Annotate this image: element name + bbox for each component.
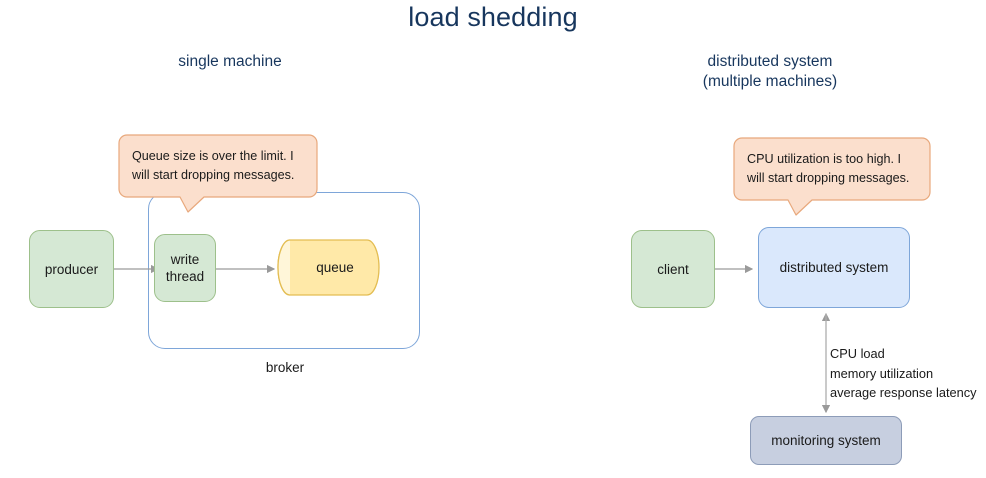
node-client[interactable]: client xyxy=(631,230,715,308)
metrics-label-line3: average response latency xyxy=(830,385,977,400)
node-write-thread-label-line2: thread xyxy=(165,269,205,284)
metrics-label-line2: memory utilization xyxy=(830,365,934,381)
node-distributed-system-label: distributed system xyxy=(779,260,889,275)
metrics-label-group: CPU load memory utilization average resp… xyxy=(830,344,977,403)
node-monitoring-system-label: monitoring system xyxy=(771,433,881,448)
arrow-client-to-distributed-system xyxy=(715,264,754,274)
speech-bubble-left-line1: Queue size is over the limit. I xyxy=(132,149,294,163)
section-title-distributed-system-line1: distributed system xyxy=(707,53,833,70)
speech-bubble-right: CPU utilization is too high. I will star… xyxy=(733,137,931,217)
node-producer[interactable]: producer xyxy=(29,230,114,308)
node-client-label: client xyxy=(657,261,689,277)
page-title: load shedding xyxy=(408,2,578,32)
section-title-distributed-system-line2: (multiple machines) xyxy=(702,73,838,90)
node-write-thread-label-line1: write xyxy=(170,252,200,267)
section-title-single-machine: single machine xyxy=(90,52,370,72)
node-producer-label: producer xyxy=(44,261,99,277)
section-title-distributed-system: distributed system (multiple machines) xyxy=(630,52,910,92)
node-queue[interactable] xyxy=(277,239,380,296)
speech-bubble-right-line2: will start dropping messages. xyxy=(747,171,910,185)
node-write-thread[interactable]: write thread xyxy=(154,234,216,302)
speech-bubble-right-line1: CPU utilization is too high. I xyxy=(747,152,901,166)
metrics-label-line1: CPU load xyxy=(830,346,885,361)
arrow-producer-to-write-thread xyxy=(113,264,160,274)
speech-bubble-left-line2: will start dropping messages. xyxy=(132,168,295,182)
node-queue-label: queue xyxy=(316,260,354,275)
arrow-distributed-system-monitoring-system xyxy=(821,312,831,414)
node-monitoring-system[interactable]: monitoring system xyxy=(750,416,902,465)
broker-label: broker xyxy=(265,360,305,375)
speech-bubble-left-text: Queue size is over the limit. I will sta… xyxy=(118,134,318,185)
speech-bubble-left: Queue size is over the limit. I will sta… xyxy=(118,134,318,214)
speech-bubble-right-text: CPU utilization is too high. I will star… xyxy=(733,137,931,188)
node-distributed-system[interactable]: distributed system xyxy=(758,227,910,308)
section-title-single-machine-line1: single machine xyxy=(178,53,282,70)
arrow-write-thread-to-queue xyxy=(216,264,276,274)
